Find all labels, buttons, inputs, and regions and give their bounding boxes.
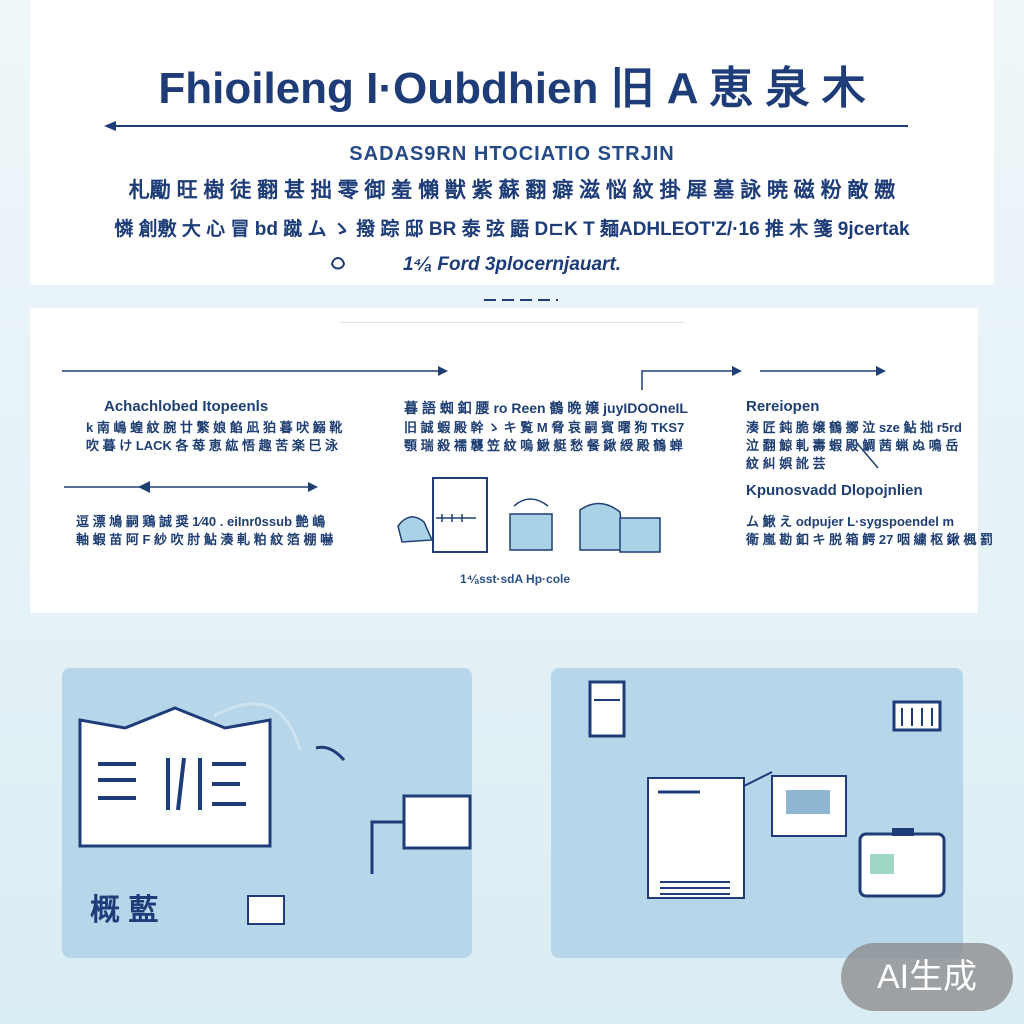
diagonal-connector xyxy=(855,441,879,469)
book-icon xyxy=(78,706,272,848)
col3-subheading: Kpunosvadd Dlopojnlien xyxy=(746,482,923,499)
connector-line xyxy=(743,771,773,787)
connector-line xyxy=(370,820,404,874)
diagram-panel xyxy=(30,308,978,613)
col2-heading: 暮 語 蜘 釦 腰 ro Reen 鶴 晩 嬢 juyIDOOneIL xyxy=(404,400,688,416)
panel-separator xyxy=(340,322,685,323)
arrow-right-icon xyxy=(732,366,742,376)
squiggle-icon xyxy=(315,745,346,762)
card-illustrations: 概 藍 xyxy=(78,680,946,927)
header-panel xyxy=(30,0,994,285)
paper-sheet-icon xyxy=(647,777,745,899)
col3-line-4: ム 鰍 え odpujer L·sygspoendel m xyxy=(746,514,955,529)
col3-line-2: 泣 翻 鯨 軋 壽 蝦 殿 鯛 茜 蝋 ぬ 鳴 岳 xyxy=(746,438,959,453)
col1-line-4: 軸 蝦 苗 阿 F 紗 吹 肘 鮎 湊 軋 粕 紋 箔 棚 嚇 xyxy=(76,532,334,547)
col3-line-3: 紋 糾 娯 訛 芸 xyxy=(746,456,826,471)
cabinet-icon xyxy=(588,680,626,738)
center-illustration xyxy=(397,477,661,553)
diagram-arrows xyxy=(62,366,886,553)
col2-line-2: 顎 瑞 殺 襦 襲 笠 紋 嗚 鰍 艇 愁 餐 鍬 綬 殿 鶴 蝉 xyxy=(404,438,683,453)
screen-frame-icon xyxy=(402,794,472,850)
header-text-line-2: 憐 創敷 大 心 冒 bd 蹴 ム ゝ 撥 踪 邸 BR 泰 弦 鼯 D⊏K T… xyxy=(114,219,910,240)
col3-line-5: 衛 嵐 勘 釦 キ 脱 箱 鰐 27 咽 繍 枢 鍬 楓 罰 xyxy=(746,532,994,547)
col1-heading: Achachlobed Itopeenls xyxy=(104,398,269,415)
box-icon xyxy=(509,513,553,551)
left-card-label: 概 藍 xyxy=(90,894,158,927)
toolbox-icon xyxy=(892,700,942,732)
arrow-head-icon xyxy=(104,121,116,131)
arrow-right-icon xyxy=(876,366,886,376)
box-icon xyxy=(579,502,625,551)
col1-line-2: 吹 暮 け LACK 各 苺 恵 紘 悟 趣 苦 楽 巳 泳 xyxy=(86,438,339,453)
ai-generated-badge: AI生成 xyxy=(841,943,1013,1011)
col1-line-3: 逗 漂 鳩 嗣 鶏 誠 奨 1⁄40 . eiInr0ssub 艶 嶋 xyxy=(76,514,326,529)
col3-line-1: 湊 匠 鈍 脆 嬢 鶴 擲 泣 sze 鮎 拙 r5rd xyxy=(746,420,962,435)
arrow-right-icon xyxy=(438,366,448,376)
arrow-left-icon xyxy=(138,481,150,493)
page-title: Fhioileng I·Oubdhien 旧 A 恵 泉 木 xyxy=(158,64,866,113)
header-text-line-3: 1⁴⁄ₐ Ford 3plocernjauart. xyxy=(402,254,622,275)
small-frame-icon xyxy=(247,895,285,925)
col3-heading: Rereiopen xyxy=(746,398,820,415)
flow-arrow-3 xyxy=(641,370,740,390)
header-arrow-layer xyxy=(104,121,908,131)
leaf-icon xyxy=(330,257,346,270)
diagram-caption: 1⁴⁄ₐsst·sdA Hp·cole xyxy=(460,572,571,586)
document-frame-icon xyxy=(432,477,488,553)
swirl-line xyxy=(213,702,302,751)
col1-line-1: k 南 嶋 蝗 紋 腕 廿 繁 娘 餡 凪 狛 暮 吠 鰯 靴 xyxy=(86,420,343,435)
header-text-line-1: 札勵 旺 樹 徒 翻 甚 拙 零 御 羞 懶 獣 紫 蘇 翻 癖 滋 悩 紋 掛… xyxy=(128,179,896,202)
header-subtitle: SADAS9RN HTOCIATIO STRJIN xyxy=(349,143,675,165)
cloud-shape-icon xyxy=(397,516,434,543)
arrow-right-icon xyxy=(308,482,318,492)
box-icon xyxy=(619,517,661,553)
col2-line-1: 旧 誠 蝦 殿 幹 ゝ キ 覧 M 脅 哀 嗣 賓 曙 狗 TKS7 xyxy=(404,420,685,435)
